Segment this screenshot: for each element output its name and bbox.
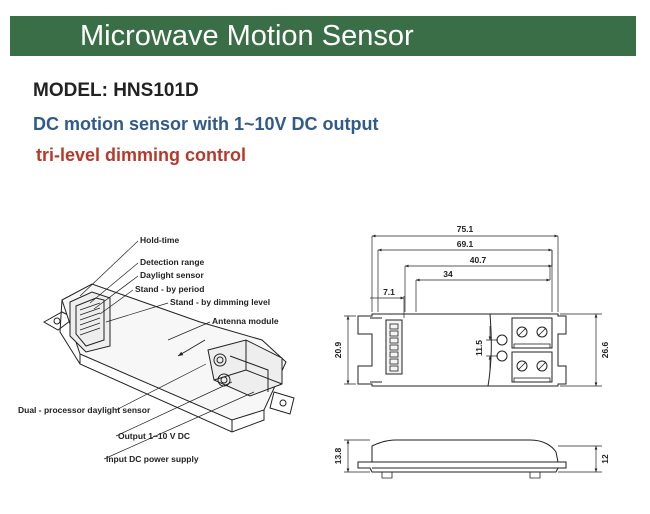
product-subtitle: DC motion sensor with 1~10V DC output <box>33 114 379 134</box>
dim-terminal-offset: 40.7 <box>470 255 487 265</box>
label-hold-time: Hold-time <box>140 235 179 245</box>
side-dimension-labels: 13.8 12 <box>333 447 610 464</box>
dim-terminal-gap: 11.5 <box>474 340 484 356</box>
side-view <box>357 439 567 479</box>
perspective-view <box>42 240 295 460</box>
dim-overall-length: 75.1 <box>457 224 474 234</box>
label-stand-by-dimming: Stand - by dimming level <box>170 297 270 307</box>
dim-inner-offset: 34 <box>443 269 453 279</box>
dimension-lines <box>344 234 602 387</box>
dim-switch-width: 7.1 <box>383 287 395 297</box>
label-detection-range: Detection range <box>140 257 205 267</box>
side-dimension-lines <box>344 439 602 473</box>
label-stand-by-period: Stand - by period <box>135 284 204 294</box>
dimension-labels: 75.1 69.1 40.7 34 7.1 20.9 11.5 26.6 <box>333 224 610 358</box>
top-view <box>357 313 567 387</box>
perspective-labels: Hold-time Detection range Daylight senso… <box>18 235 279 464</box>
label-input: Input DC power supply <box>106 454 199 464</box>
dim-height-right: 26.6 <box>600 341 610 358</box>
dim-height-left: 20.9 <box>333 341 343 358</box>
title-banner: Microwave Motion Sensor <box>10 16 636 56</box>
label-antenna-module: Antenna module <box>212 316 279 326</box>
product-tagline: tri-level dimming control <box>36 145 247 165</box>
dim-mount-length: 69.1 <box>457 239 474 249</box>
dim-side-height-right: 12 <box>600 454 610 464</box>
label-daylight-sensor: Daylight sensor <box>140 270 204 280</box>
page-title: Microwave Motion Sensor <box>80 20 414 52</box>
label-output: Output 1~10 V DC <box>118 431 190 441</box>
model-number: MODEL: HNS101D <box>33 80 199 101</box>
label-dual-processor: Dual - processor daylight sensor <box>18 405 151 415</box>
dim-side-height: 13.8 <box>333 447 343 464</box>
